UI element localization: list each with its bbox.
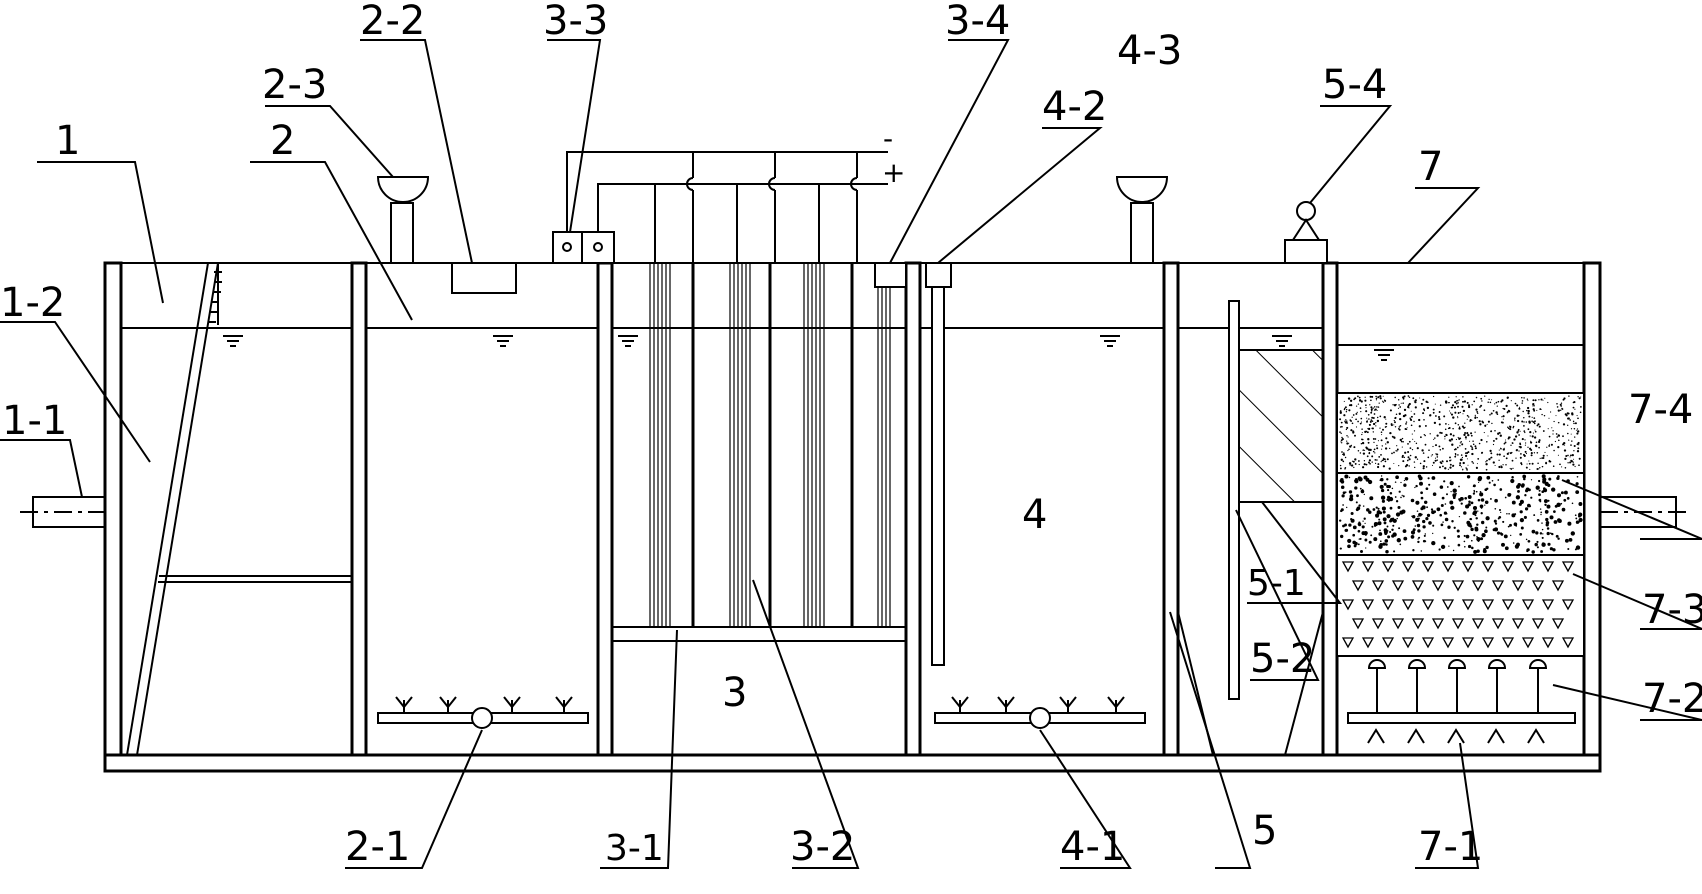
filter-layer-gravel-7-3 [1336, 554, 1585, 657]
label-1-2: 1-2 [0, 280, 65, 326]
aerator-2-1 [377, 696, 589, 729]
water-level-lines [121, 327, 1584, 346]
label-3-4: 3-4 [945, 0, 1010, 44]
power-terminal-right [593, 242, 603, 252]
label-5-4: 5-4 [1322, 62, 1387, 108]
label-3-2: 3-2 [790, 824, 855, 870]
dosing-funnel-2-3 [376, 176, 430, 264]
baffle-5-2 [1228, 300, 1240, 700]
label-3-1: 3-1 [605, 828, 664, 869]
dosing-funnel-4-3 [1115, 176, 1169, 264]
electrode-support-3-1 [612, 626, 906, 642]
power-terminal-left [562, 242, 572, 252]
label-5-1: 5-1 [1247, 563, 1306, 604]
sludge-hopper [1177, 611, 1324, 756]
label-4-3: 4-3 [1117, 28, 1182, 74]
vent-valve-5-4 [1284, 201, 1328, 264]
label-7-1: 7-1 [1418, 824, 1483, 870]
aerator-4-1 [934, 696, 1146, 729]
label-1: 1 [55, 118, 80, 164]
filter-layer-fine-sand [1336, 392, 1585, 474]
partition-walls [350, 261, 1339, 757]
outlet-pipe [1599, 496, 1690, 528]
electrode-plates [649, 263, 891, 627]
label-2-1: 2-1 [345, 824, 410, 870]
inlet-pipe [20, 496, 106, 528]
filter-sand-texture [1339, 395, 1583, 554]
label-2-2: 2-2 [360, 0, 425, 44]
label-4-1: 4-1 [1060, 824, 1125, 870]
gravel-triangles [1341, 561, 1575, 649]
power-plus-sign: + [882, 156, 905, 189]
label-7-2: 7-2 [1642, 676, 1702, 722]
power-wiring [566, 151, 888, 263]
grille-platform [158, 575, 352, 583]
power-minus-sign: - [883, 122, 893, 155]
grille-bar-screen [126, 262, 222, 756]
label-5-2: 5-2 [1250, 636, 1315, 682]
water-level-symbols [223, 335, 1394, 361]
label-7-3: 7-3 [1642, 587, 1702, 633]
leader-lines [0, 39, 1702, 869]
label-2-3: 2-3 [262, 62, 327, 108]
label-4: 4 [1022, 492, 1047, 538]
label-1-1: 1-1 [2, 398, 67, 444]
label-5: 5 [1252, 808, 1277, 854]
diagram-labels: 1 1-2 1-1 2 2-3 2-2 2-1 3-3 3-4 3 3-1 3-… [0, 0, 1702, 870]
box-2-2 [451, 262, 517, 294]
label-7-4: 7-4 [1628, 387, 1693, 433]
label-7: 7 [1418, 144, 1443, 190]
label-2: 2 [270, 118, 295, 164]
label-3: 3 [722, 670, 747, 716]
pipe-4-2 [925, 262, 952, 666]
inclined-plate-pack-5-1 [1238, 349, 1324, 503]
label-4-2: 4-2 [1042, 84, 1107, 130]
label-3-3: 3-3 [543, 0, 608, 44]
backwash-distributor-7-1 [1347, 712, 1576, 744]
box-3-4 [874, 262, 907, 288]
